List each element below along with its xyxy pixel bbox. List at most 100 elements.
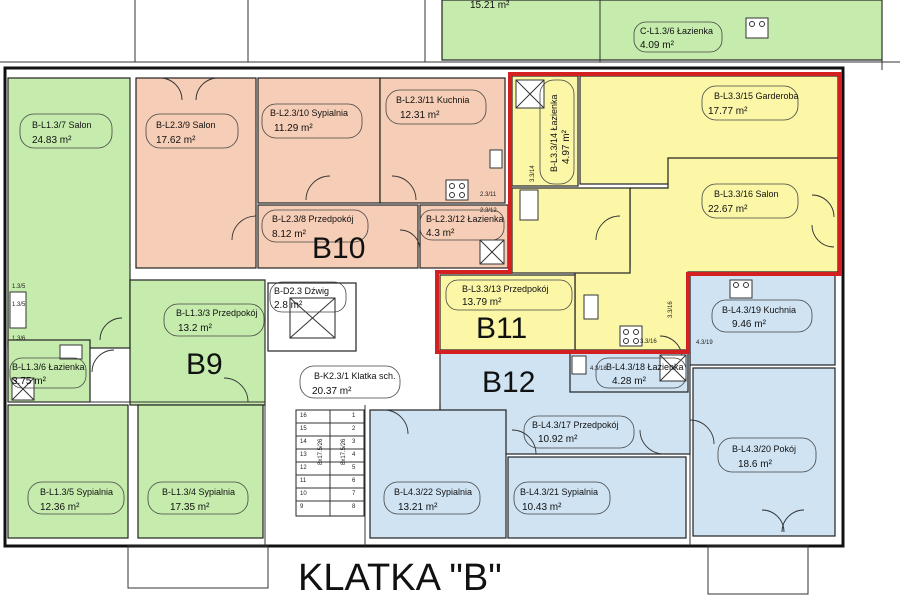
label-b-l3-3-16: B-L3.3/16 Salon 22.67 m² xyxy=(701,183,799,219)
mark-1-3-6: 1.3/6 xyxy=(12,336,26,342)
label-c-l1-3-6: C-L1.3/6 Łazienka 4.09 m² xyxy=(633,21,723,53)
mark-4-3-18: 4.3/18 xyxy=(590,366,607,372)
room-b-l1-3-4 xyxy=(137,404,264,539)
svg-text:4.09 m²: 4.09 m² xyxy=(640,40,675,51)
stair-num-r1: 1 xyxy=(352,413,356,419)
svg-text:13.79 m²: 13.79 m² xyxy=(462,297,502,308)
svg-text:17.35 m²: 17.35 m² xyxy=(170,502,210,513)
svg-text:20.37 m²: 20.37 m² xyxy=(312,386,352,397)
stair-rot-left: 8x17.5/26 xyxy=(318,438,324,465)
svg-text:9.46 m²: 9.46 m² xyxy=(732,319,767,330)
stair-num-r2: 2 xyxy=(352,426,356,432)
svg-text:13.21 m²: 13.21 m² xyxy=(398,502,438,513)
svg-text:13.2 m²: 13.2 m² xyxy=(178,323,213,334)
mark-3-3-16b: 3.3/16 xyxy=(640,339,657,345)
stair-num-r7: 7 xyxy=(352,491,356,497)
bathroom-fixture-icon xyxy=(11,79,687,401)
svg-text:B-L3.3/16 Salon: B-L3.3/16 Salon xyxy=(714,189,779,199)
room-top-green xyxy=(441,0,883,61)
label-b-l2-3-10: B-L2.3/10 Sypialnia 11.29 m² xyxy=(261,103,363,139)
svg-text:4.97 m²: 4.97 m² xyxy=(561,129,572,164)
svg-text:24.83 m²: 24.83 m² xyxy=(32,135,72,146)
room-b-l1-3-7 xyxy=(7,77,131,349)
svg-text:B-L1.3/3 Przedpokój: B-L1.3/3 Przedpokój xyxy=(176,308,258,318)
label-b-l4-3-18: B-L4.3/18 Łazienka 4.28 m² xyxy=(595,357,687,389)
label-b-l2-3-12: B-L2.3/12 Łazienka 4.3 m² xyxy=(419,209,505,241)
svg-text:B-L2.3/8 Przedpokój: B-L2.3/8 Przedpokój xyxy=(272,214,354,224)
unit-label-b12: B12 xyxy=(482,366,535,399)
mark-1-3-5a: 1.3/5 xyxy=(12,284,26,290)
svg-text:B-L3.3/15 Garderoba: B-L3.3/15 Garderoba xyxy=(714,91,799,101)
svg-text:8.12 m²: 8.12 m² xyxy=(272,229,307,240)
label-b-d2-3: B-D2.3 Dźwig 2.8 m² xyxy=(269,281,347,313)
label-b-l4-3-22: B-L4.3/22 Sypialnia 13.21 m² xyxy=(383,481,481,515)
svg-text:B-L2.3/12 Łazienka: B-L2.3/12 Łazienka xyxy=(426,214,504,224)
svg-text:B-L4.3/19 Kuchnia: B-L4.3/19 Kuchnia xyxy=(722,305,796,315)
label-b-l1-3-3: B-L1.3/3 Przedpokój 13.2 m² xyxy=(163,303,265,337)
mark-1-3-5b: 1.3/5 xyxy=(12,302,26,308)
unit-b11-highlight xyxy=(435,72,842,354)
svg-text:B-L2.3/9 Salon: B-L2.3/9 Salon xyxy=(156,120,216,130)
label-b-l4-3-21: B-L4.3/21 Sypialnia 10.43 m² xyxy=(513,481,611,515)
label-b-l4-3-17: B-L4.3/17 Przedpokój 10.92 m² xyxy=(523,415,635,449)
stair-num-r3: 3 xyxy=(352,439,356,445)
label-b-l3-3-14: B-L3.3/14 Łazienka 4.97 m² xyxy=(539,79,575,185)
room-b-l2-3-8 xyxy=(257,204,419,269)
svg-text:C-L1.3/6 Łazienka: C-L1.3/6 Łazienka xyxy=(640,26,713,36)
svg-text:B-L4.3/20 Pokój: B-L4.3/20 Pokój xyxy=(732,444,796,454)
stair-num-l8: 9 xyxy=(300,504,304,510)
svg-text:B-D2.3 Dźwig: B-D2.3 Dźwig xyxy=(274,286,329,296)
stove-icon xyxy=(445,17,769,347)
label-top: 15.21 m² xyxy=(470,0,510,11)
svg-text:4.28 m²: 4.28 m² xyxy=(612,376,647,387)
room-b-l4-3-21 xyxy=(507,456,687,539)
room-b-l1-3-5 xyxy=(7,404,129,539)
svg-text:2.8 m²: 2.8 m² xyxy=(274,300,303,311)
stair-num-l5: 12 xyxy=(300,465,307,471)
room-b-l4-3-22 xyxy=(369,409,507,539)
stair-num-r4: 4 xyxy=(352,452,356,458)
svg-text:4.3 m²: 4.3 m² xyxy=(426,228,455,239)
svg-text:11.29 m²: 11.29 m² xyxy=(274,123,313,134)
room-b-l3-3-13 xyxy=(439,274,576,351)
room-b-l2-3-10 xyxy=(257,77,381,204)
stair-num-l7: 10 xyxy=(300,491,307,497)
unit-label-b11: B11 xyxy=(476,312,527,345)
svg-text:10.92 m²: 10.92 m² xyxy=(538,434,578,445)
stair-num-r5: 5 xyxy=(352,465,356,471)
stair-rot-right: 8x17.5/26 xyxy=(341,438,347,465)
svg-text:B-L1.3/5 Sypialnia: B-L1.3/5 Sypialnia xyxy=(40,487,113,497)
label-b-l2-3-9: B-L2.3/9 Salon 17.62 m² xyxy=(145,113,239,149)
label-b-l1-3-6: B-L1.3/6 Łazienka 3.75 m² xyxy=(9,357,87,389)
unit-label-b9: B9 xyxy=(186,348,223,381)
plan-title: KLATKA "B" xyxy=(298,557,502,599)
mark-2-3-11: 2.3/11 xyxy=(480,192,497,198)
mark-3-3-14: 3.3/14 xyxy=(530,165,536,182)
mark-2-3-12: 2.3/12 xyxy=(480,208,497,214)
svg-text:10.43 m²: 10.43 m² xyxy=(522,502,562,513)
label-b-l4-3-20: B-L4.3/20 Pokój 18.6 m² xyxy=(717,437,817,473)
svg-text:B-L3.3/13 Przedpokój: B-L3.3/13 Przedpokój xyxy=(462,284,549,294)
room-b-l2-3-9 xyxy=(135,77,257,269)
svg-text:18.6 m²: 18.6 m² xyxy=(738,459,773,470)
svg-text:15.21 m²: 15.21 m² xyxy=(470,0,510,11)
stair-num-l2: 15 xyxy=(300,426,307,432)
svg-text:B-L1.3/4 Sypialnia: B-L1.3/4 Sypialnia xyxy=(162,487,235,497)
label-b-l1-3-4: B-L1.3/4 Sypialnia 17.35 m² xyxy=(147,481,249,515)
label-b-l1-3-5: B-L1.3/5 Sypialnia 12.36 m² xyxy=(27,481,125,515)
shower-icon xyxy=(9,149,599,375)
label-b-k2-3-1: B-K2.3/1 Klatka sch. 20.37 m² xyxy=(299,365,401,399)
room-b-l1-3-3 xyxy=(129,279,266,406)
svg-text:B-L4.3/18 Łazienka: B-L4.3/18 Łazienka xyxy=(606,362,684,372)
stair-num-r6: 6 xyxy=(352,478,356,484)
stair-num-l4: 13 xyxy=(300,452,307,458)
svg-text:12.36 m²: 12.36 m² xyxy=(40,502,80,513)
svg-text:B-L1.3/7 Salon: B-L1.3/7 Salon xyxy=(32,120,92,130)
stair-num-l1: 16 xyxy=(300,413,307,419)
svg-text:22.67 m²: 22.67 m² xyxy=(708,204,748,215)
unit-label-b10: B10 xyxy=(312,232,365,265)
svg-text:3.75 m²: 3.75 m² xyxy=(12,376,47,387)
label-b-l3-3-13: B-L3.3/13 Przedpokój 13.79 m² xyxy=(445,279,573,311)
mark-4-3-19: 4.3/19 xyxy=(696,340,713,346)
